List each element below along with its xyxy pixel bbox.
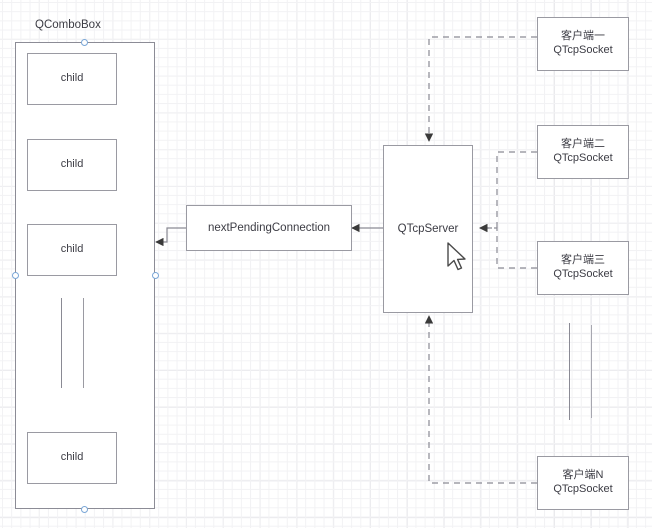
client-node-1-type: QTcpSocket xyxy=(553,44,613,56)
edge-nextpending-to-combobox xyxy=(155,227,186,247)
combobox-child-3[interactable]: child xyxy=(27,224,117,276)
selection-handle-bottom[interactable] xyxy=(81,505,88,513)
client-node-n-type: QTcpSocket xyxy=(553,483,613,495)
combobox-child-3-label: child xyxy=(60,243,84,256)
combobox-child-4[interactable]: child xyxy=(27,432,117,484)
combobox-child-1-label: child xyxy=(60,72,84,85)
client-node-n[interactable]: 客户端N QTcpSocket xyxy=(537,456,629,510)
next-pending-connection-label: nextPendingConnection xyxy=(207,221,331,234)
combobox-child-2-label: child xyxy=(60,158,84,171)
client-node-2-type: QTcpSocket xyxy=(553,152,613,164)
client-node-3-type: QTcpSocket xyxy=(553,268,613,280)
edge-client-n-to-server xyxy=(424,315,537,484)
selection-handle-top[interactable] xyxy=(81,38,88,46)
qtcp-server-label: QTcpServer xyxy=(397,222,459,235)
client-node-3-name: 客户端三 xyxy=(561,254,605,267)
client-node-1-name: 客户端一 xyxy=(561,30,605,43)
client-node-3[interactable]: 客户端三 QTcpSocket xyxy=(537,241,629,295)
combobox-child-1[interactable]: child xyxy=(27,53,117,105)
qtcp-server-node[interactable]: QTcpServer xyxy=(383,145,473,313)
next-pending-connection-node[interactable]: nextPendingConnection xyxy=(186,205,352,251)
client-node-2-name: 客户端二 xyxy=(561,138,605,151)
edge-client-1-to-server xyxy=(424,36,537,142)
combobox-child-4-label: child xyxy=(60,451,84,464)
edge-client-2-to-server xyxy=(479,151,537,233)
client-node-2[interactable]: 客户端二 QTcpSocket xyxy=(537,125,629,179)
selection-handle-right[interactable] xyxy=(151,271,159,279)
client-node-1[interactable]: 客户端一 QTcpSocket xyxy=(537,17,629,71)
combobox-title-label: QComboBox xyxy=(35,19,101,31)
client-node-n-name: 客户端N xyxy=(562,469,604,482)
edge-client-3-to-server xyxy=(479,223,537,269)
selection-handle-left[interactable] xyxy=(11,271,19,279)
combobox-child-2[interactable]: child xyxy=(27,139,117,191)
